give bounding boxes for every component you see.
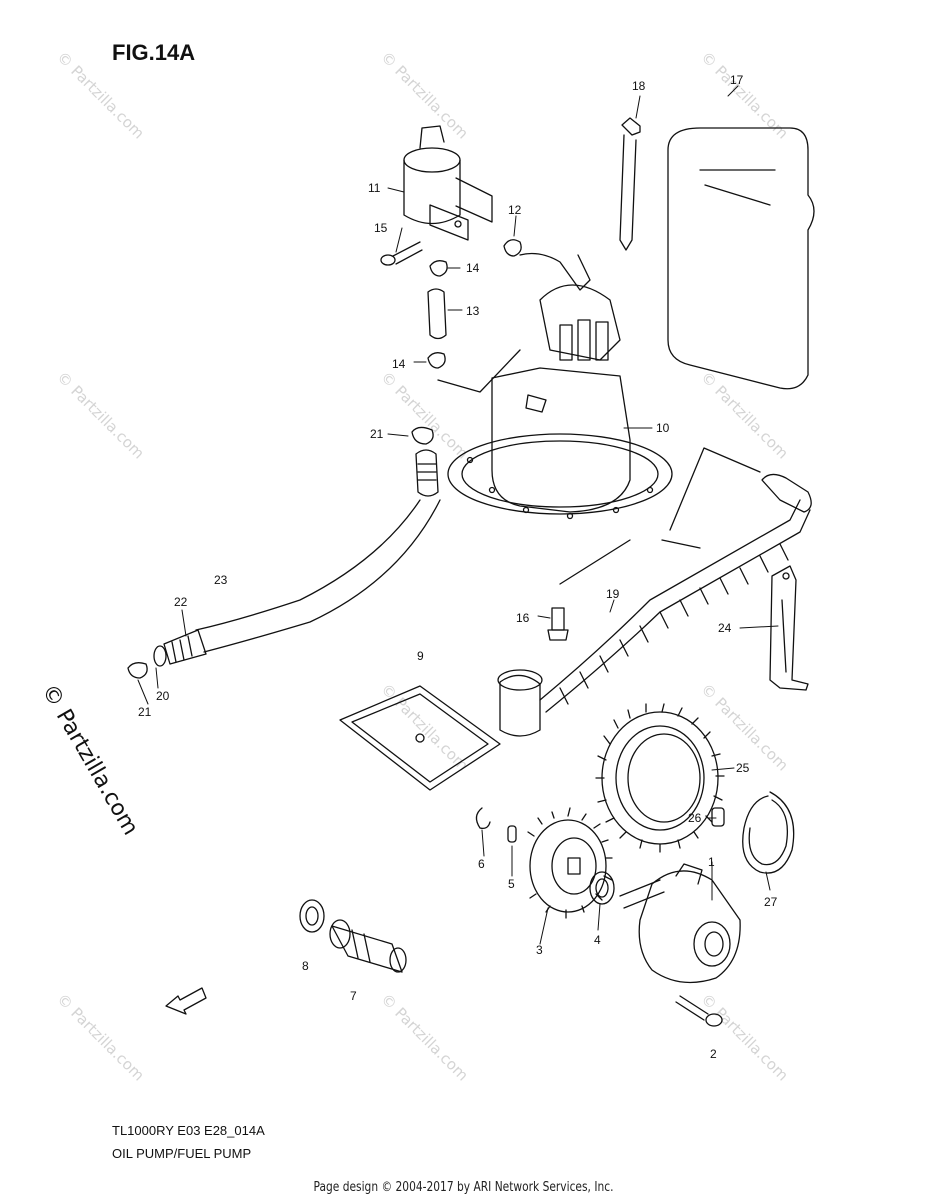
washer — [299, 899, 325, 933]
pin — [507, 825, 517, 843]
callout-label: 9 — [417, 649, 424, 663]
callout-label: 13 — [466, 304, 480, 318]
figure-title: FIG.14A — [112, 40, 196, 65]
wiring-harness — [497, 473, 812, 737]
callout-label: 17 — [730, 73, 744, 87]
hose-clamp — [427, 352, 446, 369]
bolt — [675, 995, 723, 1027]
callout-label: 14 — [392, 357, 406, 371]
bracket — [769, 565, 809, 691]
driven-gear — [595, 703, 725, 853]
screw — [547, 607, 569, 641]
callout-label: 10 — [656, 421, 670, 435]
leader-line — [437, 349, 521, 393]
copyright-credit: Page design © 2004-2017 by ARI Network S… — [313, 1180, 614, 1195]
pump-shaft — [329, 919, 407, 973]
gasket — [339, 685, 501, 791]
washer — [589, 871, 615, 905]
callout-label: 3 — [536, 943, 543, 957]
callout-label: 2 — [710, 1047, 717, 1061]
oil-pump — [619, 863, 741, 984]
callout-label: 23 — [214, 573, 228, 587]
leader-lines — [137, 85, 779, 945]
bolt — [380, 241, 423, 266]
callout-label: 21 — [138, 705, 152, 719]
fuel-pump-assembly — [447, 252, 673, 520]
hose-clamp — [503, 239, 522, 257]
fuel-tank-panel — [667, 127, 815, 390]
callout-label: 14 — [466, 261, 480, 275]
dowel-pin — [711, 807, 725, 827]
callout-label: 20 — [156, 689, 170, 703]
clamp-band — [619, 117, 641, 251]
callout-label: 27 — [764, 895, 778, 909]
callout-label: 19 — [606, 587, 620, 601]
callout-label: 25 — [736, 761, 750, 775]
hose-clamp — [429, 260, 448, 277]
forward-arrow-icon — [165, 987, 207, 1015]
callout-label: 5 — [508, 877, 515, 891]
section-name: OIL PUMP/FUEL PUMP — [112, 1146, 252, 1161]
callout-label: 26 — [688, 811, 702, 825]
callout-label: 12 — [508, 203, 522, 217]
callout-label: 8 — [302, 959, 309, 973]
callout-label: 24 — [718, 621, 732, 635]
callout-label: 15 — [374, 221, 388, 235]
callouts: 1 2 3 4 5 6 7 8 9 10 11 12 13 14 14 15 1… — [138, 73, 778, 1061]
drive-gear — [527, 807, 613, 919]
model-code: TL1000RY E03 E28_014A — [112, 1123, 265, 1138]
drain-hose — [127, 426, 441, 679]
retaining-clip — [475, 807, 491, 830]
callout-label: 22 — [174, 595, 188, 609]
callout-label: 4 — [594, 933, 601, 947]
circlip — [742, 791, 795, 874]
callout-label: 7 — [350, 989, 357, 1003]
fuel-hose-short — [427, 288, 447, 340]
callout-label: 18 — [632, 79, 646, 93]
fuel-filter — [403, 125, 493, 241]
callout-label: 1 — [708, 855, 715, 869]
callout-label: 11 — [368, 181, 381, 195]
callout-label: 6 — [478, 857, 485, 871]
callout-label: 16 — [516, 611, 530, 625]
leader-line — [559, 447, 761, 585]
callout-label: 21 — [370, 427, 384, 441]
